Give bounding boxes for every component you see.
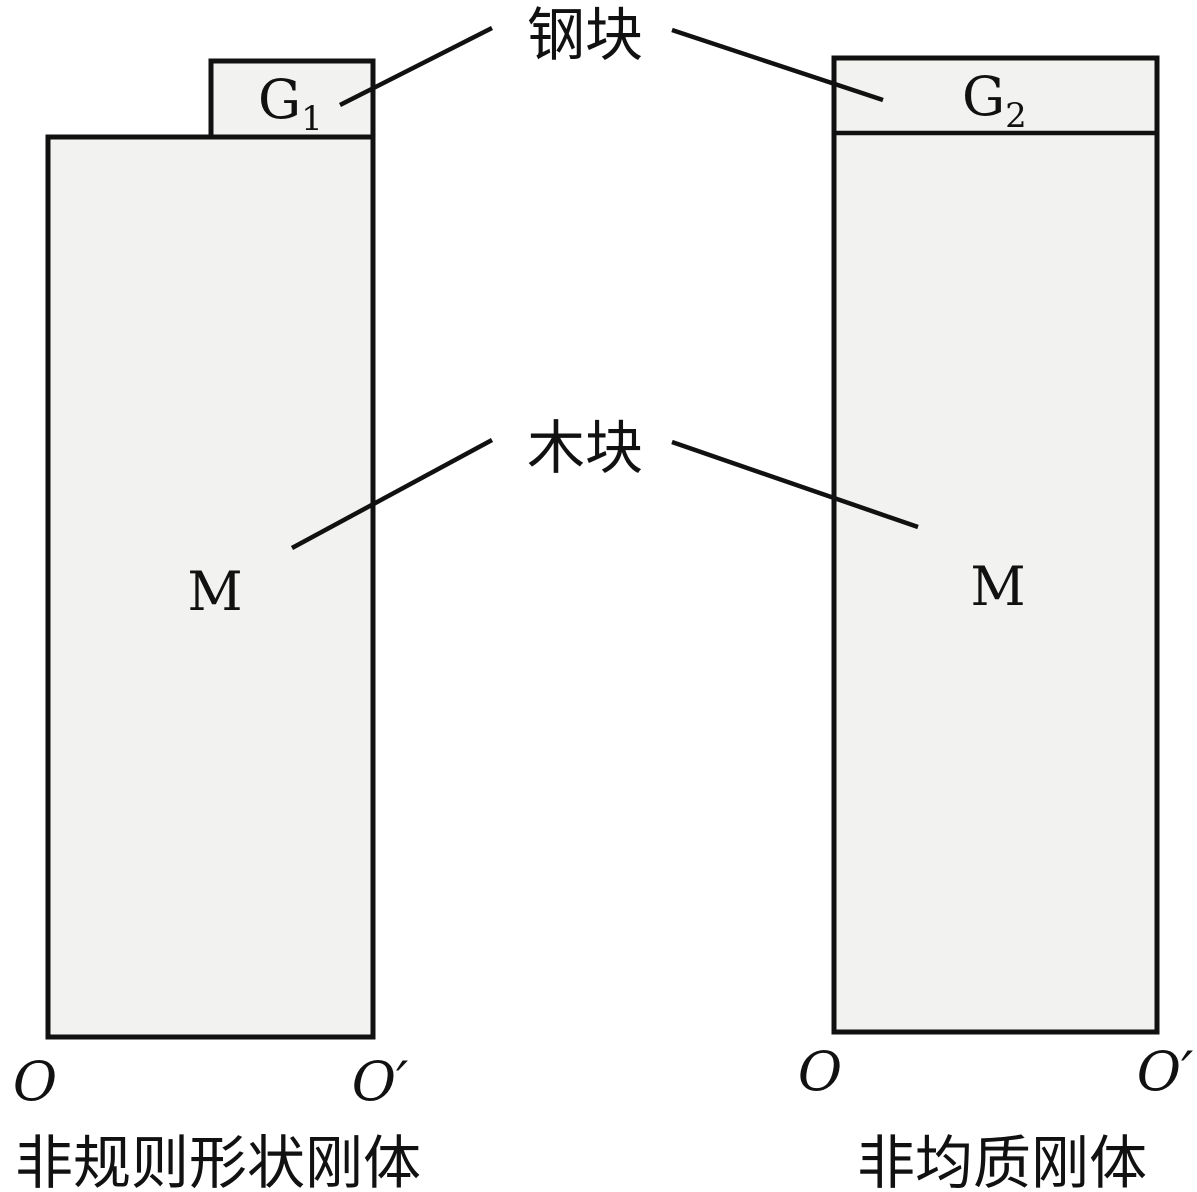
left-wood-block bbox=[45, 134, 376, 1040]
wood-leader-left bbox=[290, 438, 494, 550]
left-caption: 非规则形状刚体 bbox=[15, 1129, 421, 1192]
right-caption: 非均质刚体 bbox=[857, 1129, 1147, 1192]
left-o-prime-label: O′ bbox=[352, 1050, 409, 1113]
right-m-label: M bbox=[970, 555, 1025, 618]
right-rigid-body: G2 M O O′ 非均质刚体 bbox=[798, 55, 1194, 1192]
left-steel-block-g1 bbox=[208, 58, 376, 140]
steel-leader-right bbox=[671, 27, 884, 103]
g2-label: G2 bbox=[962, 65, 1027, 136]
right-o-prime-label: O′ bbox=[1137, 1040, 1194, 1103]
right-wood-block bbox=[831, 55, 1160, 1035]
wood-block-label: 木块 bbox=[527, 414, 643, 482]
steel-block-label: 钢块 bbox=[527, 1, 643, 69]
left-o-label: O bbox=[13, 1050, 57, 1113]
left-rigid-body: G1 M O O′ 非规则形状刚体 bbox=[13, 58, 421, 1192]
left-m-label: M bbox=[187, 560, 242, 623]
g1-label: G1 bbox=[258, 68, 323, 139]
steel-leader-left bbox=[338, 25, 494, 108]
wood-leader-right bbox=[671, 439, 919, 530]
right-o-label: O bbox=[798, 1040, 842, 1103]
